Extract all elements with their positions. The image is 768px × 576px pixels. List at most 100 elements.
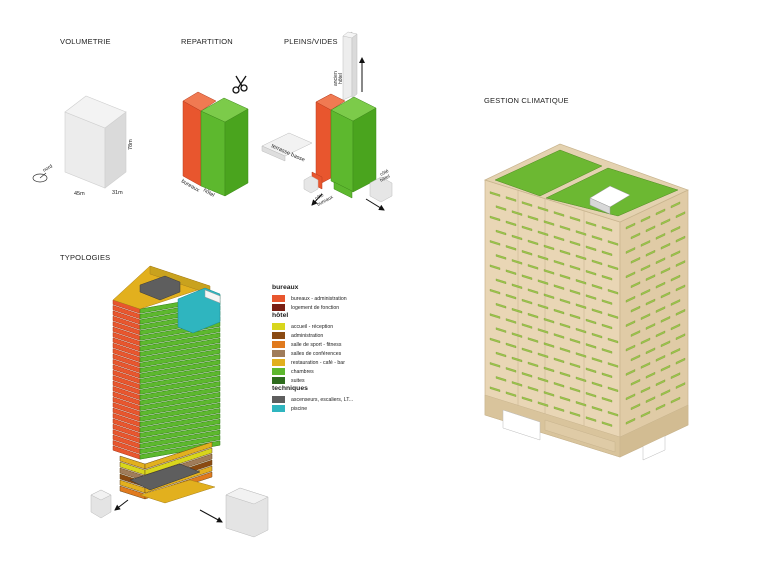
sunshade-fin — [625, 344, 636, 352]
sunshade-fin — [601, 299, 613, 305]
sunshade-fin — [630, 378, 641, 386]
sunshade-fin — [511, 332, 523, 338]
sunshade-fin — [660, 364, 671, 372]
sunshade-fin — [575, 352, 587, 358]
legend-item: administration — [272, 331, 382, 340]
sunshade-fin — [505, 245, 517, 251]
sunshade-fin — [670, 274, 681, 282]
sunshade-fin — [640, 240, 651, 247]
sunshade-fin — [675, 382, 686, 389]
legend-swatch — [272, 350, 285, 357]
sunshade-fin — [495, 254, 507, 260]
ancien-label: ancien — [333, 71, 339, 86]
sunshade-fin — [607, 264, 619, 271]
sunshade-fin — [601, 421, 613, 427]
pv-hotel-front — [330, 109, 354, 193]
sunshade-fin — [537, 206, 549, 212]
sunshade-fin — [543, 342, 555, 348]
sunshade-fin — [645, 396, 656, 404]
sunshade-fin — [537, 352, 549, 359]
sunshade-fin — [527, 361, 539, 368]
sunshade-fin — [655, 330, 666, 338]
sunshade-fin — [585, 245, 597, 252]
sunshade-fin — [569, 240, 581, 247]
sunshade-fin — [489, 362, 501, 368]
hotel-floor-slab — [139, 359, 221, 379]
sunshade-fin — [660, 340, 671, 348]
ground-canopy — [544, 419, 616, 453]
bureaux-top — [182, 91, 217, 112]
cote-hotel-label-1: côté — [379, 168, 390, 178]
sunshade-fin — [505, 391, 517, 397]
legend-label: salles de conférences — [291, 350, 342, 357]
sunshade-fin — [569, 289, 581, 295]
hotel-floor-slab — [139, 413, 221, 433]
lower-core — [129, 463, 201, 491]
sunshade-fin — [591, 308, 603, 314]
sunshade-fin — [537, 401, 549, 407]
hotel-floor-slab — [139, 429, 221, 449]
sunshade-fin — [625, 295, 636, 303]
sunshade-fin — [660, 218, 671, 226]
sunshade-fin — [630, 354, 641, 362]
sunshade-fin — [559, 371, 571, 378]
pool-block — [177, 287, 221, 334]
legend-label: bureaux - administration — [291, 295, 347, 302]
sunshade-fin — [607, 337, 619, 344]
sunshade-fin — [630, 330, 641, 337]
legend-item: chambres — [272, 367, 382, 376]
sunshade-fin — [489, 337, 501, 344]
lower-level-slab — [144, 447, 213, 476]
hotel-floor-slab — [139, 408, 221, 428]
width-label: 45m — [74, 191, 85, 197]
pv-hotel-top — [330, 96, 377, 122]
hotel-floor-slab — [139, 440, 221, 460]
title-pleins-vides: PLEINS/VIDES — [284, 37, 338, 46]
sunshade-fin — [569, 411, 581, 417]
sunshade-fin — [553, 406, 565, 412]
sunshade-fin — [575, 254, 587, 261]
sunshade-fin — [660, 242, 671, 250]
legend-label: piscine — [291, 405, 308, 412]
sunshade-fin — [585, 367, 597, 374]
sunshade-fin — [675, 260, 686, 267]
legend-item: restauration - café - bar — [272, 358, 382, 367]
legend-label: restauration - café - bar — [291, 359, 345, 366]
sunshade-fin — [553, 235, 565, 242]
legend-group-title: techniques — [272, 385, 308, 392]
hotel-floor-slab — [139, 391, 221, 411]
sunshade-fin — [511, 307, 523, 314]
sunshade-fin — [660, 291, 671, 299]
legend-item: accueil - réception — [272, 322, 382, 331]
legend-item: suites — [272, 376, 382, 385]
sunshade-fin — [670, 225, 681, 233]
height-label: 78m — [128, 139, 134, 150]
roof-core — [139, 275, 181, 301]
sunshade-fin — [569, 362, 581, 369]
hotel-floor-slab — [139, 337, 221, 357]
hotel-floor-slab — [139, 348, 221, 368]
hotel-floor-slab — [139, 375, 221, 395]
sunshade-fin — [521, 274, 533, 280]
sunshade-fin — [575, 376, 587, 383]
hotel-top — [200, 97, 249, 123]
sunshade-fin — [585, 221, 597, 227]
bureaux-arrow — [311, 193, 323, 206]
legend-swatch — [272, 304, 285, 311]
legend-label: logement de fonction — [291, 304, 340, 311]
legend-group-title: hôtel — [272, 312, 289, 319]
title-repartition: REPARTITION — [181, 37, 233, 46]
sunshade-fin — [670, 396, 681, 404]
sunshade-fin — [553, 382, 565, 388]
sunshade-fin — [505, 196, 517, 202]
sunshade-fin — [543, 391, 555, 397]
sunshade-fin — [569, 387, 581, 393]
sunshade-fin — [489, 215, 501, 222]
sunshade-fin — [495, 327, 507, 333]
depth-label: 31m — [112, 190, 123, 196]
legend-swatch — [272, 323, 285, 330]
sunshade-fin — [575, 279, 587, 285]
sunshade-fin — [489, 240, 501, 246]
sunshade-fin — [511, 283, 523, 290]
hotel-floor-slab — [139, 418, 221, 438]
